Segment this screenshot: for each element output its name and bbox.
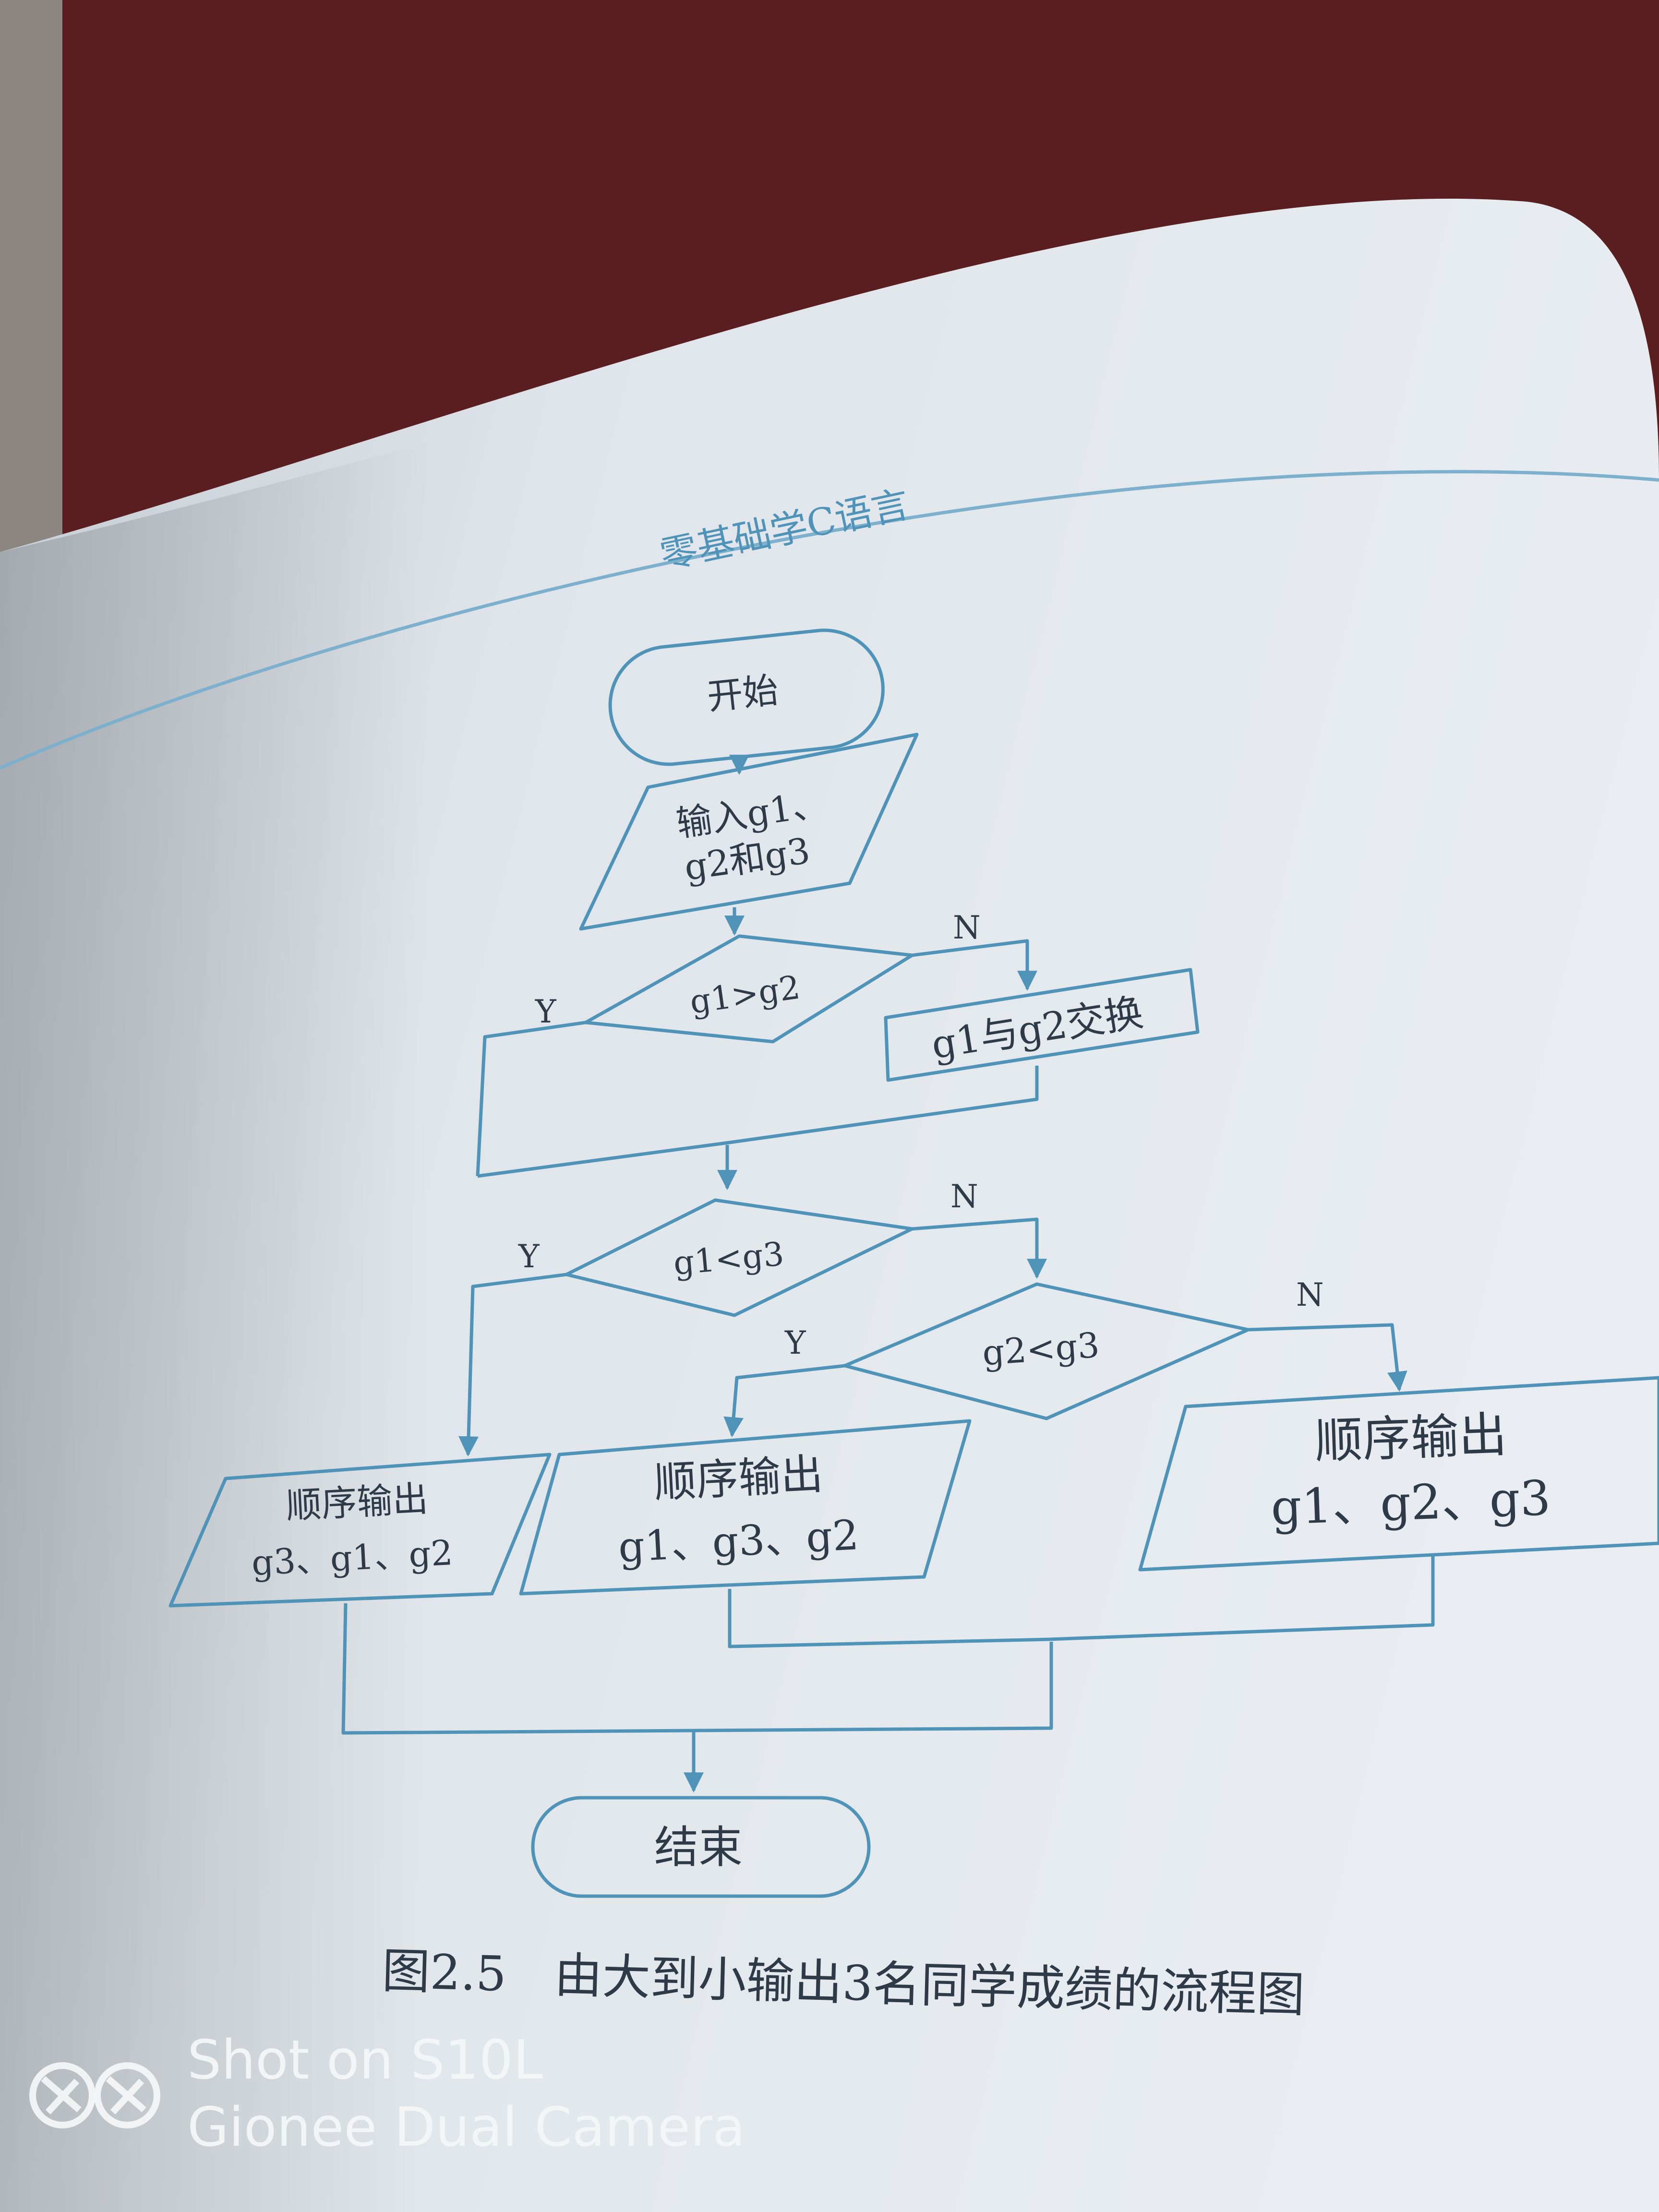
output-a-parallelogram: [168, 1453, 552, 1608]
flowchart: [168, 628, 1659, 1898]
decision3-no-label: N: [1296, 1276, 1324, 1313]
line-decision1-yes: [476, 1021, 586, 1177]
arrow-decision1-no: [912, 939, 1037, 991]
arrow-decision2-no: [912, 1217, 1047, 1279]
decision3-yes-label: Y: [784, 1324, 806, 1361]
output-b-line1: 顺序输出: [653, 1449, 824, 1507]
line-merge-all: [341, 1603, 1053, 1735]
camera-logo-icon: [29, 2062, 160, 2128]
decision2-no-label: N: [950, 1178, 978, 1215]
start-label: 开始: [705, 670, 780, 718]
decision1-no-label: N: [953, 909, 981, 946]
decision2-yes-label: Y: [518, 1238, 540, 1275]
decision1-yes-label: Y: [535, 993, 557, 1030]
watermark-line1: Shot on S10L: [187, 2029, 543, 2092]
decision2-diamond: [565, 1198, 914, 1317]
output-c-parallelogram: [1138, 1376, 1659, 1572]
arrow-decision3-yes: [723, 1364, 845, 1438]
input-parallelogram: [579, 733, 919, 931]
swap-box: [884, 968, 1200, 1082]
decision1-diamond: [584, 934, 914, 1044]
end-terminal: [531, 1796, 871, 1898]
end-label: 结束: [654, 1822, 743, 1873]
line-merge1: [477, 1066, 1039, 1178]
line-merge-bc: [728, 1555, 1435, 1648]
page-shadow: [0, 442, 432, 2212]
book-edge: [0, 0, 62, 566]
decision3-label: g2<g3: [981, 1325, 1101, 1373]
header-rule: [0, 470, 1659, 770]
start-terminal: [608, 628, 885, 766]
output-c-line1: 顺序输出: [1314, 1407, 1508, 1469]
output-b-parallelogram: [519, 1419, 972, 1596]
output-a-line1: 顺序输出: [285, 1478, 429, 1527]
decision3-diamond: [843, 1282, 1250, 1420]
camera-watermark: Shot on S10L Gionee Dual Camera: [29, 2029, 745, 2159]
arrow-decision2-yes: [458, 1273, 567, 1457]
output-c-line2: g1、g2、g3: [1270, 1470, 1551, 1536]
watermark-line2: Gionee Dual Camera: [187, 2096, 745, 2159]
arrow-decision3-no: [1248, 1323, 1407, 1392]
